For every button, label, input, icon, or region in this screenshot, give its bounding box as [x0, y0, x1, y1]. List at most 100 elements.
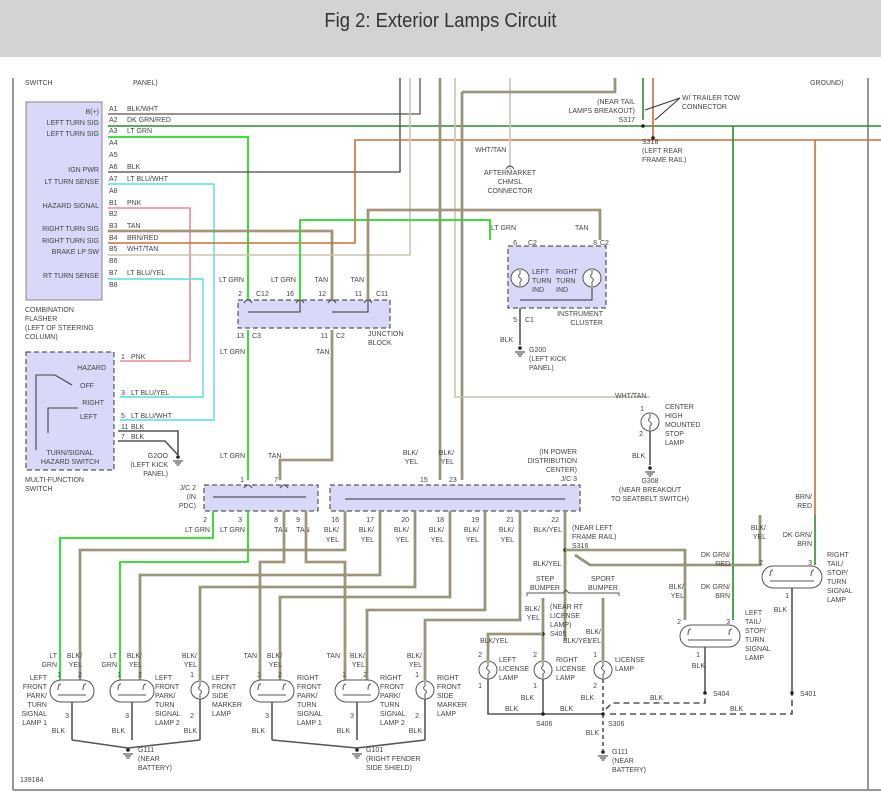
lamp-name: LAMP	[615, 666, 634, 673]
jc2-name: PDC)	[179, 503, 196, 510]
lamp-name: LEFT	[155, 675, 173, 682]
flasher-pin-function: LEFT TURN SIG	[47, 120, 99, 127]
blk-label: BLK	[774, 607, 788, 614]
cluster-bus	[520, 288, 593, 301]
g111b-label: BATTERY)	[612, 767, 646, 774]
lamp-name: SIGNAL	[380, 711, 406, 718]
wire-blk-yel-17	[139, 511, 381, 680]
lamp-name: RIGHT	[556, 657, 579, 664]
flasher-pin-label: B1	[109, 200, 118, 207]
lamp-pin: 1	[57, 672, 61, 679]
lamp-pin: 1	[696, 652, 700, 659]
jc2-block	[203, 484, 319, 512]
lamp-4-icon	[334, 679, 380, 703]
s405-wire: YEL	[527, 615, 540, 622]
lamp-pin: 2	[478, 652, 482, 659]
step-bumper-label: STEP	[536, 576, 555, 583]
s406-label: S406	[536, 721, 552, 728]
wire-blk-yel-top	[462, 78, 616, 93]
cluster-pin: 8	[593, 240, 597, 247]
lamp-pin: 3	[65, 713, 69, 720]
sport-bumper-label: SPORT	[591, 576, 616, 583]
flasher-pin-label: B2	[109, 211, 118, 218]
ground-g200-dot	[518, 346, 522, 350]
mfs-wire-label: PNK	[131, 354, 146, 361]
figure-header: Fig 2: Exterior Lamps Circuit	[0, 0, 881, 57]
flasher-pin-function: LT TURN SENSE	[45, 179, 100, 186]
s318-label: FRAME RAIL)	[642, 157, 686, 164]
jc3-pin: 21	[506, 517, 514, 524]
rear-wire-label: BLK/	[751, 525, 766, 532]
lamp-4-icon	[342, 683, 372, 691]
jb-terminal-icon	[327, 299, 337, 304]
chmsl-connector-icon	[505, 165, 515, 170]
left-tail-lamp-name: STOP/	[745, 628, 766, 635]
lamp-pin: 1	[257, 672, 261, 679]
jc3-block	[329, 484, 581, 512]
flasher-pin-function: HAZARD SIGNAL	[43, 203, 100, 210]
jc3-wire-label: YEL	[441, 459, 454, 466]
jb-name: JUNCTION	[368, 331, 403, 338]
lamp-pin: 1	[190, 672, 194, 679]
blk-label: BLK	[505, 706, 519, 713]
jc3-wire-label: BLK/YEL	[534, 527, 563, 534]
lamp-name: FRONT	[437, 684, 462, 691]
lamp-3-icon	[257, 683, 287, 691]
jc2-name: (IN	[187, 494, 196, 501]
jc2-pin: 1	[240, 477, 244, 484]
left-tail-lamp-name: LAMP	[745, 655, 764, 662]
mfs-pos-left: LEFT	[80, 414, 98, 421]
rear-wire-label: YEL	[753, 534, 766, 541]
splice-s317	[641, 124, 645, 128]
flasher-name: COLUMN)	[25, 334, 58, 341]
left-tail-lamp-name: LEFT	[745, 610, 763, 617]
jc3-name: CENTER)	[546, 467, 577, 474]
g101-label: SIDE SHIELD)	[366, 765, 412, 772]
mfs-pos-right: RIGHT	[82, 400, 105, 407]
jb-pin: 12	[318, 291, 326, 298]
flasher-pin-function: BRAKE LP SW	[52, 249, 100, 256]
lamp-pin: 2	[415, 713, 419, 720]
lamp-name: RIGHT	[380, 675, 403, 682]
lamp-name: PARK/	[155, 693, 176, 700]
trailer-tow-label: CONNECTOR	[682, 104, 727, 111]
lamp-pin: 2	[759, 560, 763, 567]
right-turn-ind-label: IND	[556, 287, 568, 294]
ground-g308-dot	[648, 466, 652, 470]
g111a-label: BATTERY)	[138, 765, 172, 772]
jc2-wire-label: TAN	[268, 453, 281, 460]
lamp-name: LEFT	[212, 675, 230, 682]
lamp-name: LICENSE	[615, 657, 645, 664]
s401-label: S401	[800, 691, 816, 698]
wire-blk-yel-20	[199, 511, 416, 680]
flasher-pin-label: B3	[109, 223, 118, 230]
lamp-name: PARK/	[297, 693, 318, 700]
g101-label: G101	[366, 747, 383, 754]
g111b-label: (NEAR	[612, 758, 634, 765]
flasher-pin-label: B4	[109, 235, 118, 242]
front-wire-label: GRN	[41, 662, 57, 669]
cluster-pin: 6	[513, 240, 517, 247]
lamp-name: RIGHT	[297, 675, 320, 682]
jc2-pin: 8	[274, 517, 278, 524]
lamp-name: FRONT	[212, 684, 237, 691]
g101-label: (RIGHT FENDER	[366, 756, 421, 763]
front-wire-label: YEL	[184, 662, 197, 669]
jc2-wire-label: LT GRN	[185, 527, 210, 534]
flasher-wire-label: LT BLU/WHT	[127, 176, 169, 183]
jb-bus	[332, 300, 369, 313]
lamp-name: LAMP 2	[380, 720, 405, 727]
flasher-wire-label: DK GRN/RED	[127, 117, 171, 124]
jc2-pin: 9	[296, 517, 300, 524]
rear-wire-label: RED	[797, 503, 812, 510]
front-wire-label: BLK/	[182, 653, 197, 660]
bumper-bracket	[526, 589, 620, 596]
rear-wire-label: BRN	[797, 541, 812, 548]
lamp-name: SIDE	[212, 693, 229, 700]
jc2-pin: 3	[238, 517, 242, 524]
lamp-ground-label: BLK	[184, 728, 198, 735]
right-tail-lamp-name: SIGNAL	[827, 588, 853, 595]
cluster-wire-label: BLK	[500, 337, 514, 344]
front-wire-label: BLK/	[350, 653, 365, 660]
jc2-pin: 2	[203, 517, 207, 524]
